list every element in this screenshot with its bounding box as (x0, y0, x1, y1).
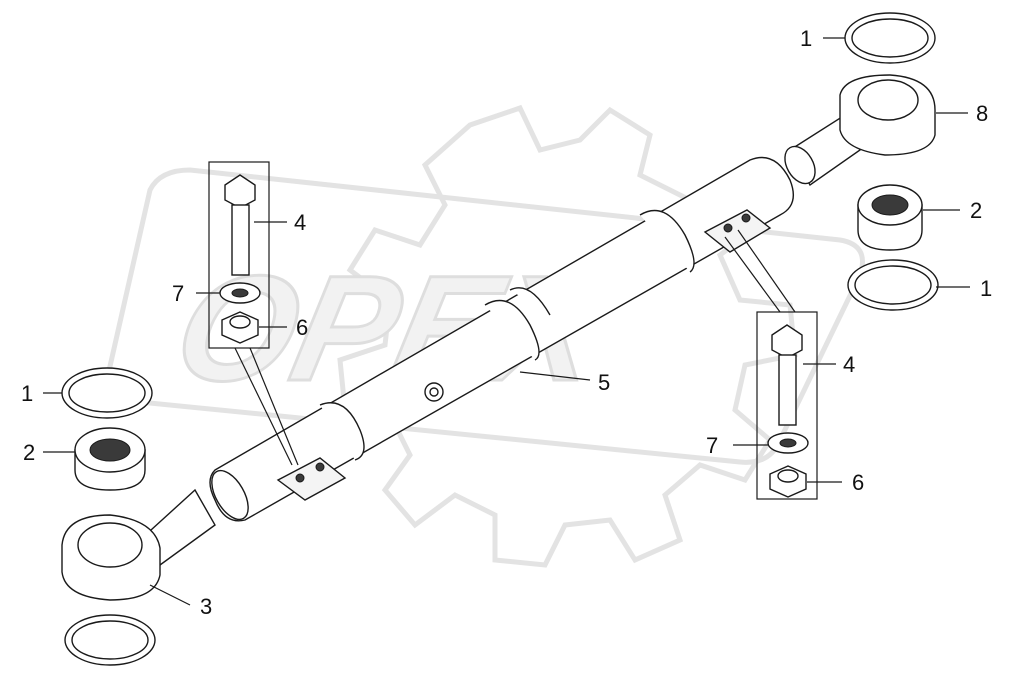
clamp-hole-left-1 (295, 473, 305, 483)
bolt-kit-left (208, 161, 270, 349)
clamp-hole-left-2 (315, 462, 325, 472)
bolt-kit-frame (756, 311, 818, 500)
callout-2-right: 2 (970, 198, 982, 223)
callout-7-right: 7 (706, 433, 718, 458)
callout-6-left: 6 (296, 315, 308, 340)
tube-band-3 (509, 287, 551, 316)
tie-rod-end-right (784, 74, 936, 187)
snap-ring-inner (71, 620, 149, 660)
tube-band-2 (484, 299, 540, 361)
callout-1-top-right: 1 (800, 26, 812, 51)
snap-ring-mid-right (847, 259, 939, 311)
tube-end-left (211, 469, 249, 521)
watermark-gear (337, 104, 798, 568)
tube-band-1 (319, 402, 365, 461)
clamp-hole-right-1 (723, 223, 733, 233)
bearing-right (857, 184, 923, 251)
bearing-left (74, 427, 146, 491)
tie-rod-end-left (61, 488, 216, 601)
clamp-plate-right (703, 209, 772, 253)
callout-4-left: 4 (294, 210, 306, 235)
bolt-head (771, 324, 803, 359)
grease-nipple-inner (429, 387, 439, 397)
callout-3: 3 (200, 594, 212, 619)
tube-band-4 (639, 209, 695, 273)
rod-end-left-bore (77, 522, 143, 568)
callout-4-right: 4 (843, 352, 855, 377)
snap-ring-bottom-left (64, 614, 156, 666)
hex-nut-bore (229, 315, 251, 329)
callout-8: 8 (976, 101, 988, 126)
rod-end-right-bore (857, 79, 919, 121)
callout-1-left: 1 (21, 381, 33, 406)
callout-leaders (43, 37, 970, 606)
snap-ring-inner (68, 373, 146, 413)
bolt-head (224, 174, 256, 209)
snap-ring-left (61, 367, 153, 419)
snap-ring-inner (851, 18, 929, 58)
bolt-kit-frame (208, 161, 270, 349)
clamp-hole-right-2 (741, 213, 751, 223)
tube-assembly (209, 156, 794, 522)
snap-ring-top-right (844, 12, 936, 64)
bearing-bore (89, 438, 131, 462)
bolt-shank (778, 354, 797, 426)
bolt-kit-right (756, 311, 818, 500)
hex-nut-bore (777, 469, 799, 483)
kit-connectors (234, 229, 796, 466)
callout-labels: 1 8 2 1 4 7 6 4 5 7 6 1 2 3 (21, 26, 992, 619)
callout-7-left: 7 (172, 281, 184, 306)
rod-end-right-tip (784, 145, 816, 185)
snap-ring-inner (854, 265, 932, 305)
bearing-bore (871, 194, 909, 216)
callout-5: 5 (598, 370, 610, 395)
washer-hole (779, 438, 797, 448)
bolt-shank (231, 204, 250, 276)
callout-6-right: 6 (852, 470, 864, 495)
callout-2-left: 2 (23, 440, 35, 465)
callout-1-mid-right: 1 (980, 276, 992, 301)
washer-hole (231, 288, 249, 298)
clamp-plate-left (276, 457, 347, 501)
